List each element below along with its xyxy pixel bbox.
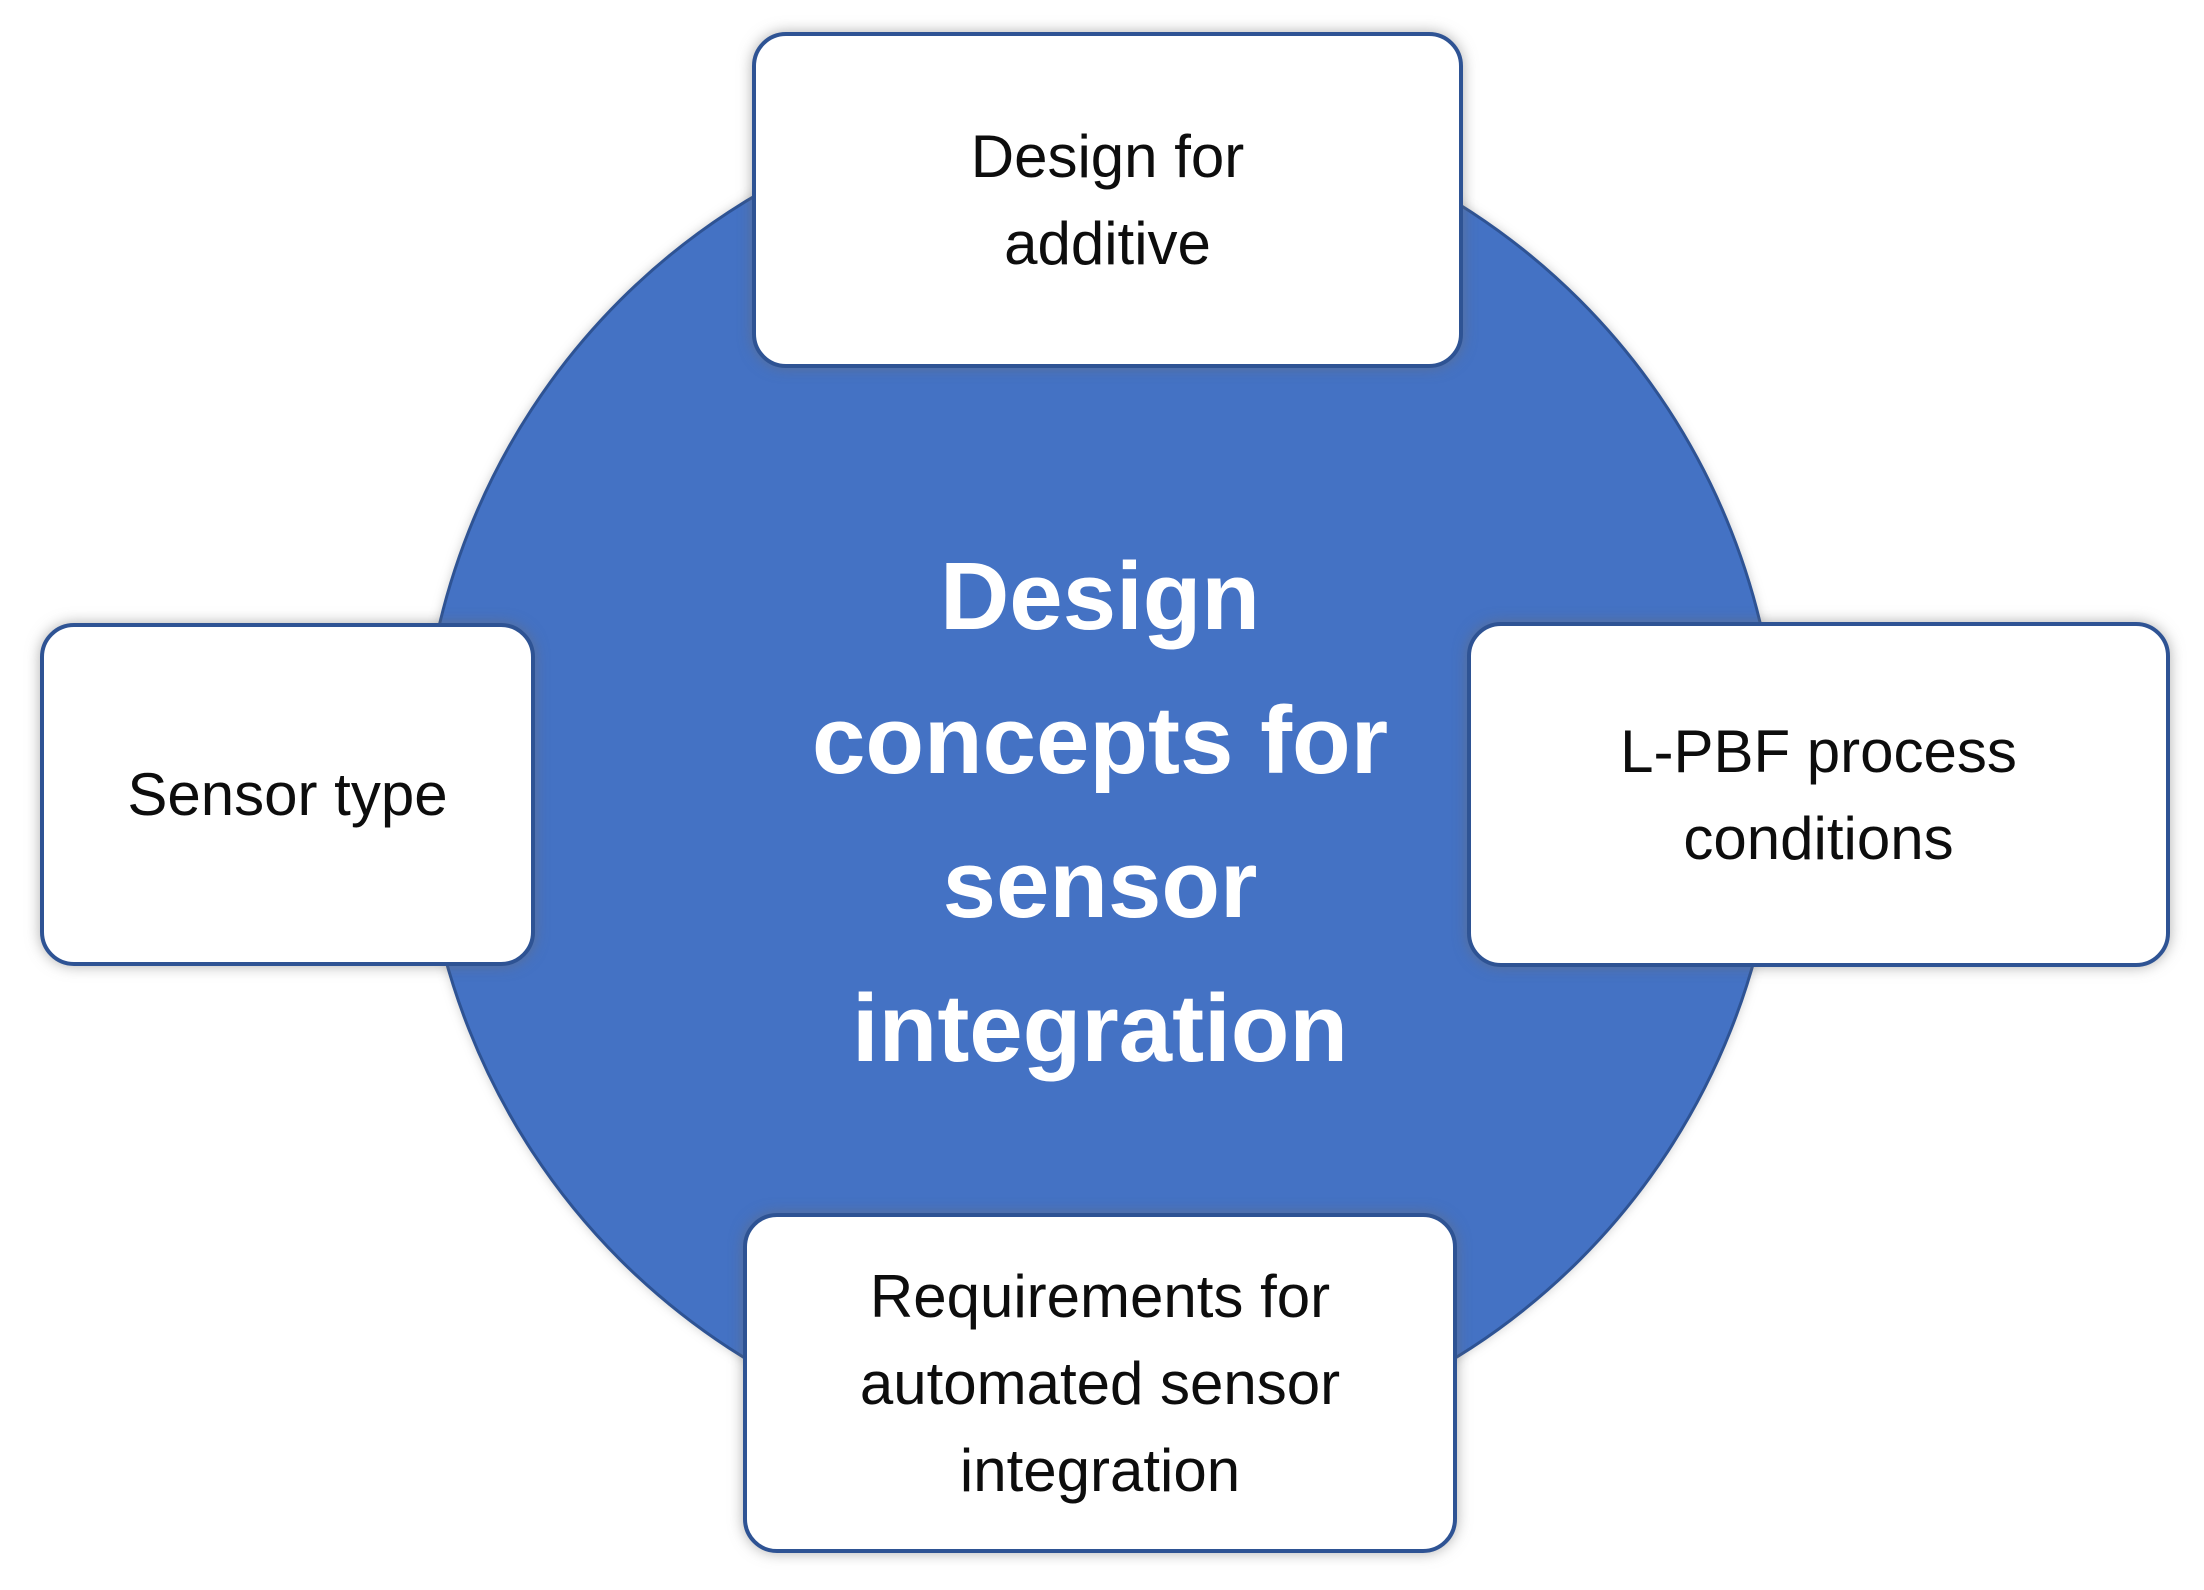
node-sensor-type: Sensor type: [40, 623, 535, 966]
node-top-label-line-2: additive: [1004, 210, 1211, 277]
node-lpbf-process-conditions: L-PBF process conditions: [1467, 622, 2170, 967]
node-requirements-automated-sensor-integration: Requirements for automated sensor integr…: [743, 1213, 1457, 1553]
center-title: Design concepts for sensor integration: [750, 525, 1450, 1101]
node-top-label-line-1: Design for: [970, 123, 1245, 190]
node-bottom-label-line-2: automated sensor: [859, 1349, 1341, 1417]
node-right-label-line-1: L-PBF process: [1620, 717, 2017, 785]
node-bottom-label-line-3: integration: [959, 1436, 1241, 1504]
node-design-for-additive: Design for additive: [752, 32, 1463, 368]
node-left-label-line-1: Sensor type: [127, 761, 448, 828]
center-title-line-4: integration: [852, 975, 1348, 1082]
center-title-line-3: sensor: [942, 831, 1258, 938]
node-bottom-label-line-1: Requirements for: [869, 1262, 1331, 1330]
node-right-label-line-2: conditions: [1683, 804, 1954, 872]
center-title-line-2: concepts for: [811, 687, 1389, 794]
center-title-line-1: Design: [939, 543, 1261, 650]
